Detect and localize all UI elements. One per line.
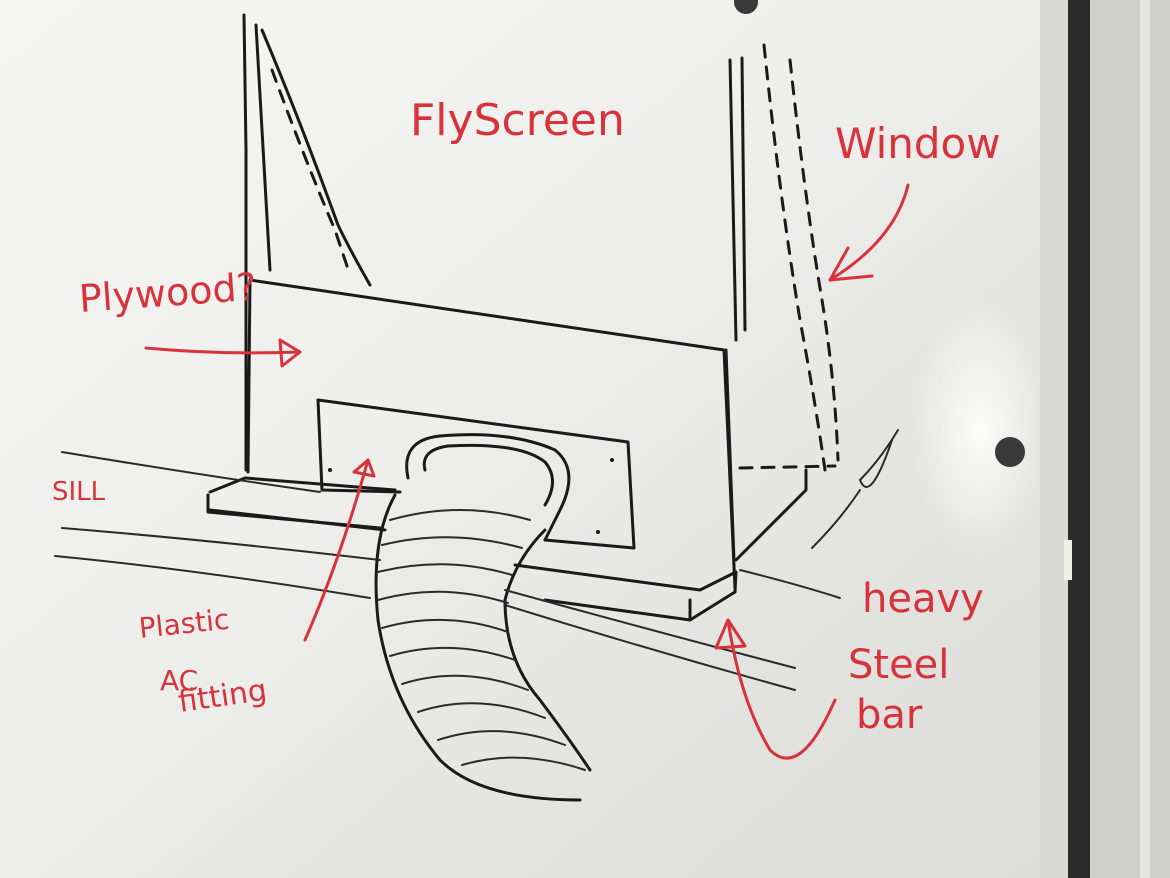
- arrow-plywood: [144, 338, 302, 368]
- light-glare: [910, 300, 1050, 560]
- arrow-steel-bar: [714, 618, 837, 760]
- label-window: Window: [835, 119, 1001, 168]
- arrow-window: [828, 183, 910, 282]
- magnet-right: [995, 437, 1025, 467]
- label-fly-screen: FlyScreen: [410, 95, 625, 146]
- ac-duct: [374, 433, 592, 802]
- arrow-plastic-fitting: [303, 458, 376, 642]
- window-edge: [811, 429, 899, 549]
- label-sill: SILL: [52, 477, 106, 507]
- board-frame: [1040, 0, 1170, 878]
- label-steel-line1: heavy: [862, 576, 984, 622]
- ac-fitting-plate: [316, 398, 636, 550]
- label-steel-line2: Steel: [848, 642, 949, 688]
- fly-screen-left: [242, 13, 372, 472]
- plywood-board: [246, 278, 808, 590]
- magnet-top: [734, 0, 758, 14]
- label-plastic-line2: AC: [160, 664, 198, 697]
- fly-screen-right: [728, 43, 840, 472]
- steel-bar: [206, 476, 738, 622]
- label-steel-line3: bar: [856, 692, 923, 738]
